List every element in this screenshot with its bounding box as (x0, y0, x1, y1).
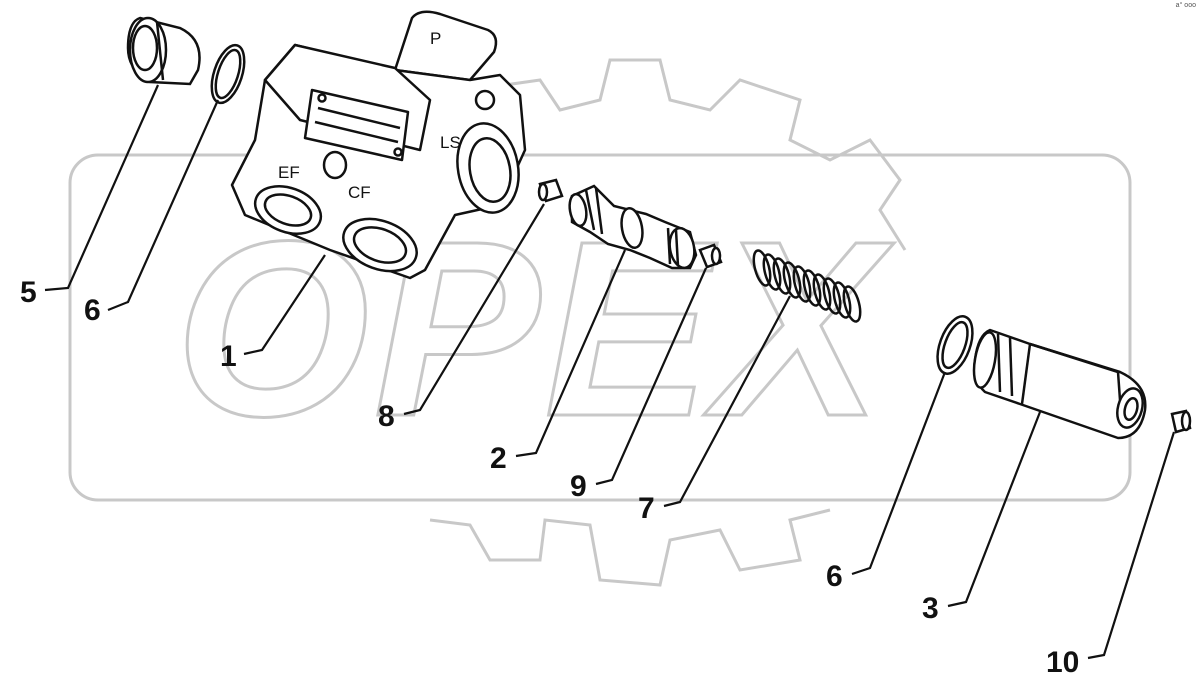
leader-9 (595, 267, 708, 486)
port-label-ef: EF (278, 163, 300, 182)
part-3-end-plug (972, 328, 1147, 440)
callout-1: 1 (220, 340, 237, 373)
callout-6-right: 6 (826, 560, 843, 593)
leader-6b (851, 371, 947, 576)
port-label-ls: LS (440, 133, 461, 152)
watermark-gear-lower (429, 508, 831, 587)
leader-6a (107, 99, 220, 312)
part-10-small-plug (1170, 409, 1192, 434)
part-6-o-ring-left (210, 43, 246, 105)
corner-note: a° ooo (1175, 2, 1196, 9)
part-1-valve-body (230, 10, 527, 280)
part-7-spring (752, 249, 862, 323)
watermark-gear (458, 58, 907, 251)
callout-5: 5 (20, 276, 37, 309)
leader-1 (243, 254, 326, 356)
part-8-small-plug (537, 178, 564, 203)
leader-lines (44, 84, 1176, 660)
part-2-spool (568, 184, 698, 270)
callout-3: 3 (922, 592, 939, 625)
callout-2: 2 (490, 442, 507, 475)
leader-5 (44, 84, 160, 292)
leader-3 (947, 411, 1042, 608)
watermark-frame (68, 153, 1132, 502)
leader-2 (515, 249, 627, 458)
callout-7: 7 (638, 492, 655, 525)
callout-9: 9 (570, 470, 587, 503)
callout-8: 8 (378, 400, 395, 433)
leader-10 (1087, 431, 1176, 660)
part-5-plug (126, 16, 201, 86)
callout-6: 6 (84, 294, 101, 327)
leader-7 (663, 295, 791, 508)
part-6-o-ring-right (936, 315, 974, 375)
port-label-cf: CF (348, 183, 371, 202)
callout-10: 10 (1046, 646, 1079, 679)
part-9-small-plug (698, 243, 723, 269)
nameplate (303, 88, 410, 162)
port-label-p: P (430, 29, 441, 48)
leader-8 (403, 203, 545, 416)
